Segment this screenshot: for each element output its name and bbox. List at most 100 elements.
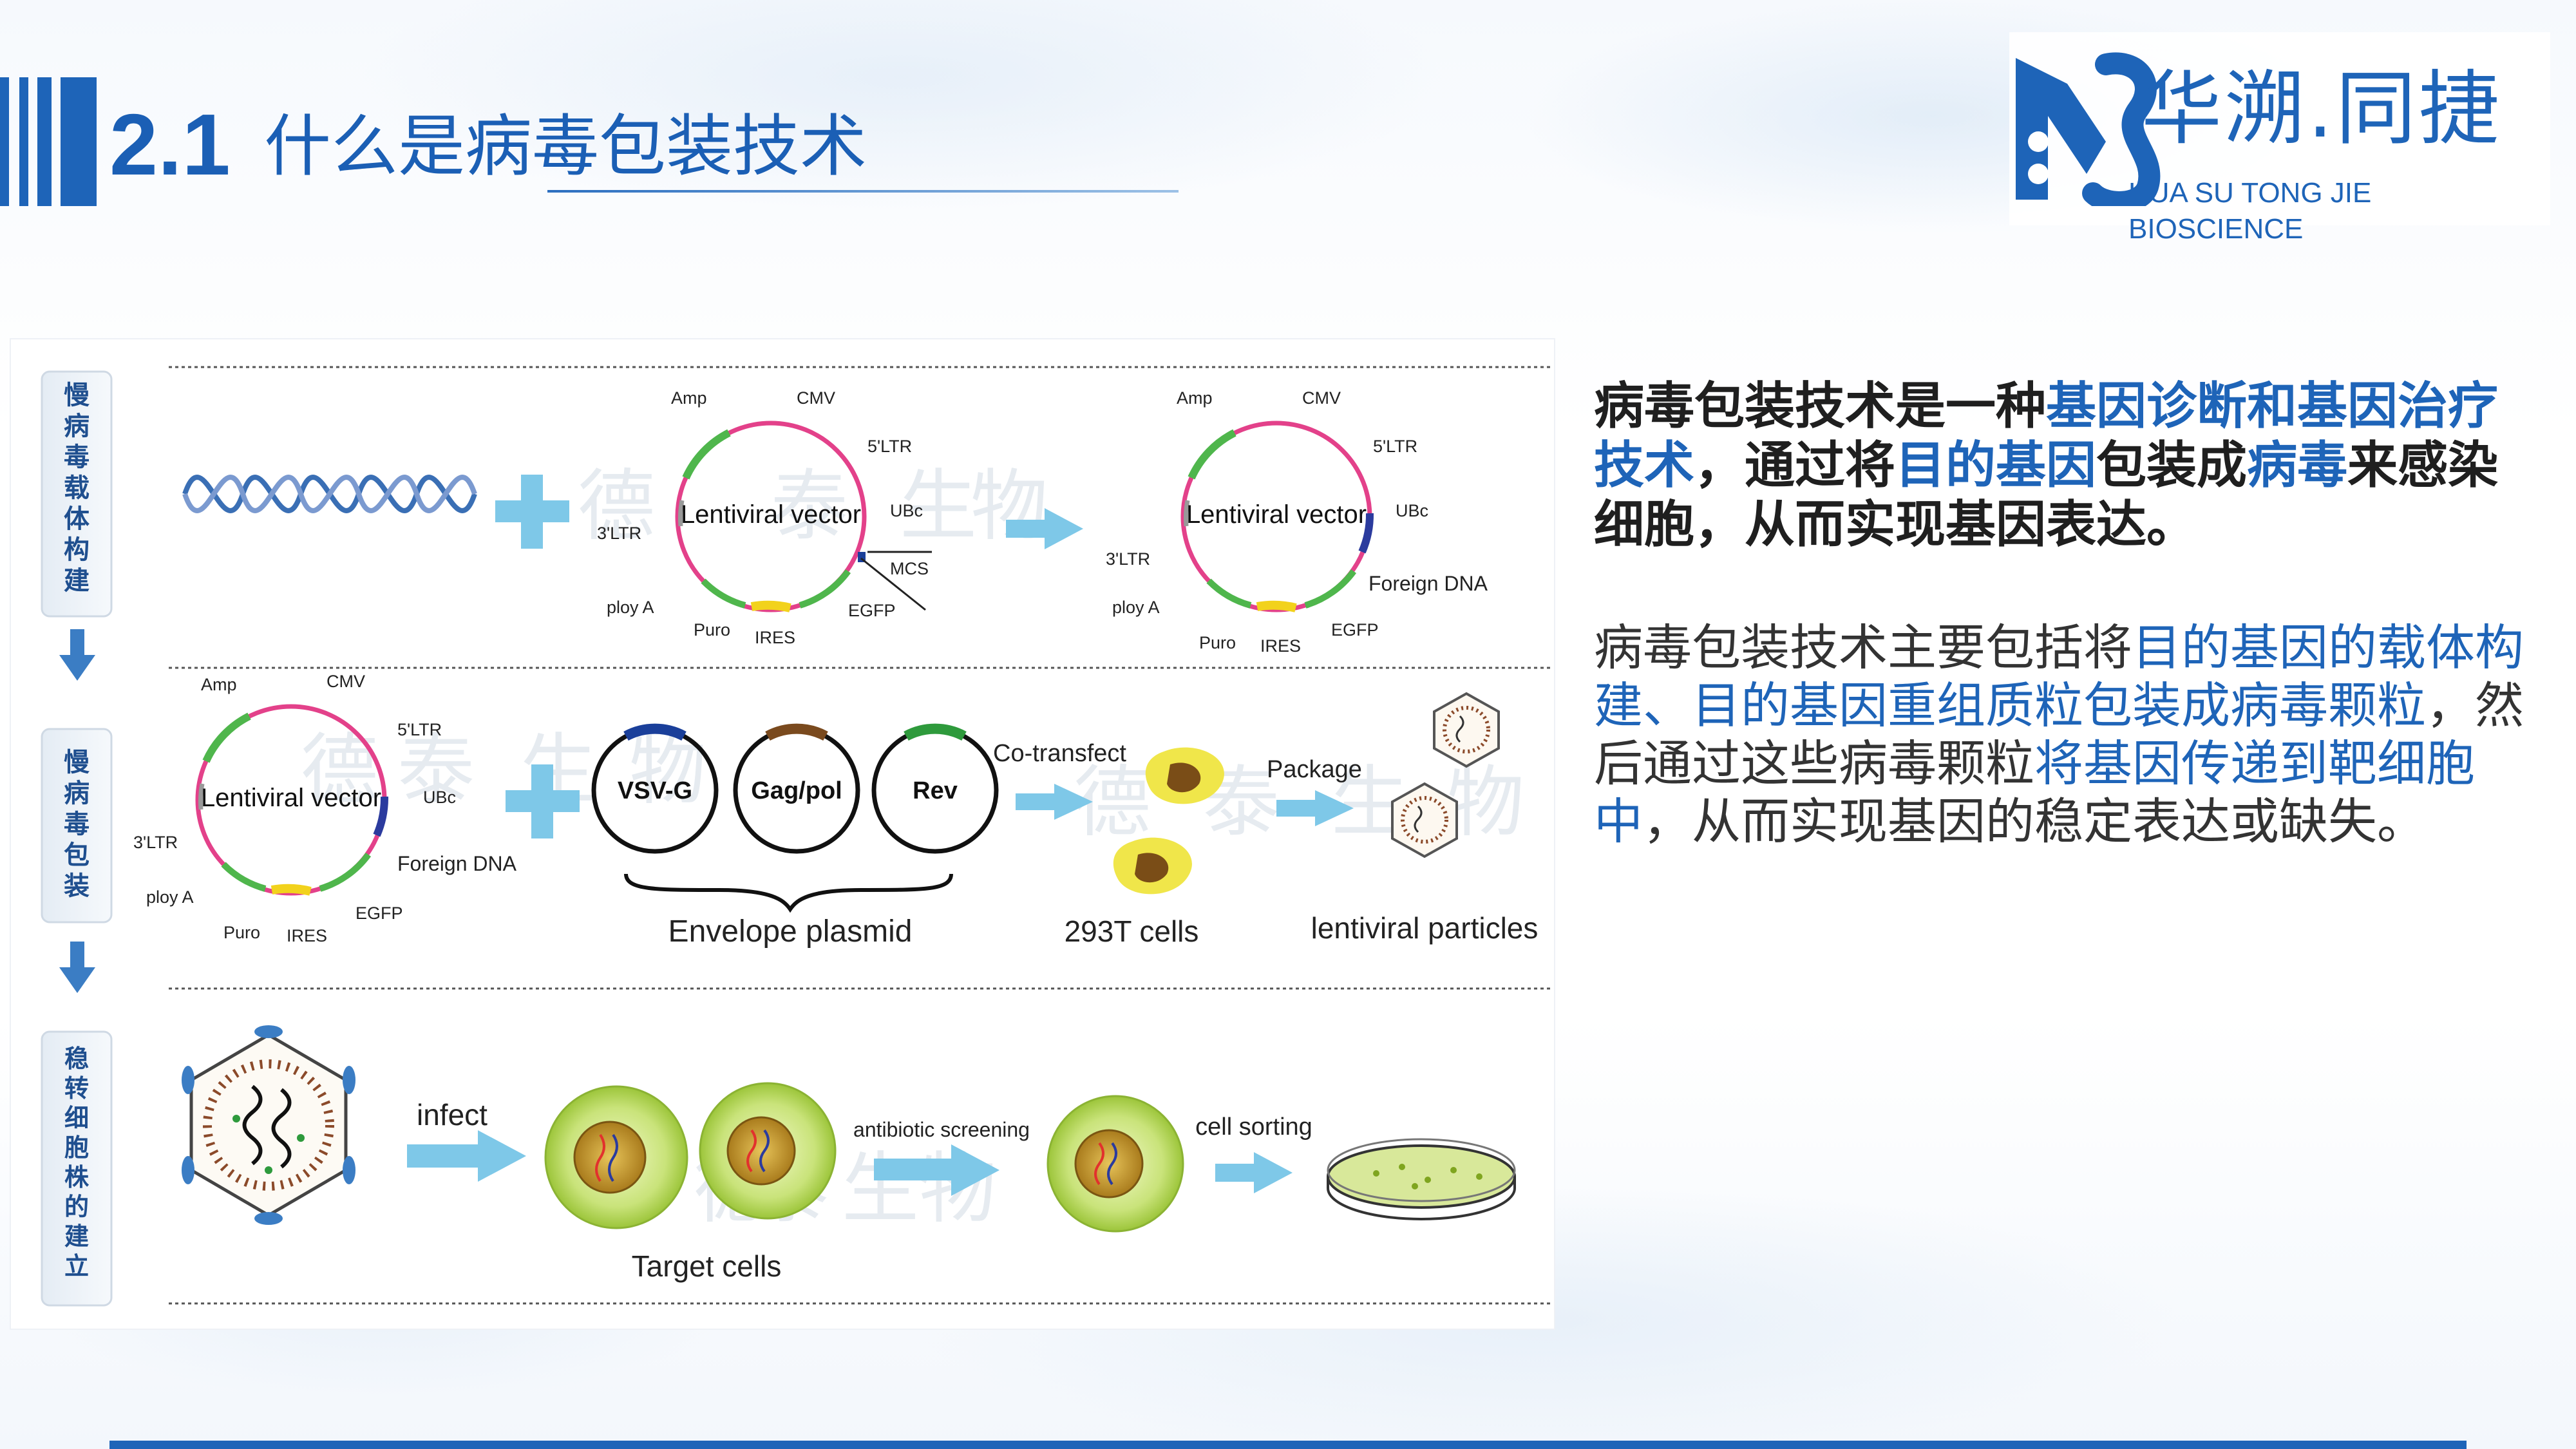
virus-infect-icon xyxy=(182,1025,355,1225)
svg-text:ploy A: ploy A xyxy=(607,598,654,617)
arrow-sorting-icon xyxy=(1215,1152,1293,1193)
body-text: ，然后通过这些病毒颗粒 xyxy=(1594,677,2524,792)
stage-arrow-1 xyxy=(59,629,95,681)
svg-text:Foreign DNA: Foreign DNA xyxy=(1368,572,1488,595)
svg-text:ploy A: ploy A xyxy=(146,887,194,907)
page-title: 什么是病毒包装技术 xyxy=(264,107,867,185)
description-paragraph-2: 病毒包装技术主要包括将目的基因的载体构建、目的基因重组质粒包装成病毒颗粒，然后通… xyxy=(1594,619,2547,851)
cotransfect-label: Co-transfect xyxy=(993,740,1126,767)
svg-text:3'LTR: 3'LTR xyxy=(597,524,641,543)
svg-text:Amp: Amp xyxy=(1177,388,1213,408)
svg-text:Foreign DNA: Foreign DNA xyxy=(397,852,517,875)
arrow-infect-icon xyxy=(407,1130,526,1182)
target-cell-1 xyxy=(544,1085,688,1229)
arrow-right-icon xyxy=(1006,508,1083,549)
svg-text:UBc: UBc xyxy=(423,788,456,807)
svg-text:物: 物 xyxy=(1447,758,1524,848)
svg-text:Amp: Amp xyxy=(201,675,237,694)
dna-helix-strand xyxy=(182,475,477,513)
vector-label-row2: Lentiviral vector xyxy=(201,784,381,812)
svg-text:ploy A: ploy A xyxy=(1112,598,1160,617)
target-cells-label: Target cells xyxy=(632,1249,782,1283)
row2-feature-labels: Amp CMV 5'LTR UBc Foreign DNA EGFP IRES … xyxy=(133,672,517,945)
stage-arrow-2 xyxy=(59,942,95,993)
arrow-screening-icon xyxy=(874,1144,999,1196)
svg-text:慢病毒包装: 慢病毒包装 xyxy=(64,748,90,901)
lentiviral-particle-icon xyxy=(1391,692,1500,858)
petri-dish-icon xyxy=(1327,1138,1516,1220)
arrow-package-icon xyxy=(1276,790,1354,826)
svg-text:泰: 泰 xyxy=(771,462,848,551)
svg-text:生: 生 xyxy=(842,1144,919,1234)
svg-text:5'LTR: 5'LTR xyxy=(867,437,912,456)
stage-label-package: 慢病毒包装 xyxy=(41,728,113,923)
highlight-text: 病毒 xyxy=(2247,437,2348,495)
svg-text:Puro: Puro xyxy=(223,923,260,942)
body-text: 来感染细胞，从而实现基因表达。 xyxy=(1594,437,2499,554)
svg-text:IRES: IRES xyxy=(287,926,327,945)
svg-text:Puro: Puro xyxy=(694,620,730,639)
arrow-cotransfect-icon xyxy=(1016,784,1093,820)
logo-name-cn: 华溯.同捷 xyxy=(2141,62,2502,156)
svg-text:EGFP: EGFP xyxy=(848,601,896,620)
cells-293t-icon xyxy=(1113,747,1224,895)
title-underline xyxy=(547,190,1179,193)
header-accent-bars xyxy=(0,77,97,206)
body-text: ，通过将 xyxy=(1694,437,1896,495)
recombinant-feature-labels: Amp CMV 5'LTR UBc Foreign DNA EGFP IRES … xyxy=(1106,388,1488,656)
svg-text:泰: 泰 xyxy=(397,726,475,815)
body-text: ，从而实现基因的稳定表达或缺失。 xyxy=(1643,793,2426,850)
plasmid-vsvg: VSV-G xyxy=(618,777,692,804)
svg-text:3'LTR: 3'LTR xyxy=(1106,549,1150,569)
section-number: 2.1 xyxy=(109,96,231,193)
svg-text:IRES: IRES xyxy=(755,628,795,647)
logo-mark-icon xyxy=(2016,52,2161,206)
description-paragraph-1: 病毒包装技术是一种基因诊断和基因治疗技术，通过将目的基因包装成病毒来感染细胞，从… xyxy=(1594,377,2547,554)
svg-text:Puro: Puro xyxy=(1199,633,1236,652)
cells-293t-label: 293T cells xyxy=(1065,914,1199,948)
infect-label: infect xyxy=(417,1098,488,1132)
plus-icon xyxy=(495,475,569,549)
svg-text:UBc: UBc xyxy=(890,501,923,520)
body-text: 包装成 xyxy=(2096,437,2248,495)
plus-icon-row2 xyxy=(506,764,580,838)
target-cell-2 xyxy=(699,1082,837,1220)
svg-text:IRES: IRES xyxy=(1260,636,1301,656)
svg-text:物: 物 xyxy=(971,462,1048,551)
bottom-accent-bar xyxy=(109,1441,2467,1449)
svg-text:MCS: MCS xyxy=(890,559,929,578)
lentiviral-particles-label: lentiviral particles xyxy=(1311,911,1539,945)
plasmid-feature-labels: Amp CMV 5'LTR UBc MCS EGFP IRES Puro plo… xyxy=(597,388,929,647)
antibiotic-screening-label: antibiotic screening xyxy=(853,1118,1030,1141)
highlight-text: 目的基因的载体构建、目的基因重组质粒包装成病毒颗粒 xyxy=(1594,619,2524,734)
svg-text:德: 德 xyxy=(578,462,655,551)
svg-text:3'LTR: 3'LTR xyxy=(133,833,178,852)
cell-sorting-label: cell sorting xyxy=(1195,1113,1312,1141)
highlight-text: 将基因传递到靶细胞中 xyxy=(1594,735,2475,850)
svg-text:5'LTR: 5'LTR xyxy=(1373,437,1417,456)
selected-cell xyxy=(1046,1095,1184,1233)
stage-label-construct: 慢病毒载体构建 xyxy=(41,370,113,618)
plasmid-recombinant xyxy=(1180,421,1374,612)
vector-label: Lentiviral vector xyxy=(681,500,861,529)
company-logo: 华溯.同捷 HUA SU TONG JIE BIOSCIENCE xyxy=(2009,32,2550,245)
stage-label-stable-line: 稳转细胞株的建立 xyxy=(41,1030,113,1307)
logo-name-en: HUA SU TONG JIE BIOSCIENCE xyxy=(2128,177,2372,245)
body-text: 病毒包装技术是一种 xyxy=(1594,377,2047,435)
svg-text:UBc: UBc xyxy=(1396,501,1428,520)
svg-text:稳转细胞株的建立: 稳转细胞株的建立 xyxy=(64,1045,90,1280)
svg-text:CMV: CMV xyxy=(1302,388,1341,408)
envelope-plasmids xyxy=(591,723,999,913)
svg-text:Amp: Amp xyxy=(671,388,707,408)
vector-label-recombinant: Lentiviral vector xyxy=(1186,500,1367,529)
package-label: Package xyxy=(1267,756,1362,783)
svg-text:生: 生 xyxy=(900,462,977,551)
svg-text:EGFP: EGFP xyxy=(1331,620,1379,639)
plasmid-empty xyxy=(675,421,932,612)
envelope-plasmid-label: Envelope plasmid xyxy=(668,914,913,949)
row-separators xyxy=(169,366,1553,1305)
plasmid-rev: Rev xyxy=(913,777,958,804)
svg-text:CMV: CMV xyxy=(797,388,835,408)
